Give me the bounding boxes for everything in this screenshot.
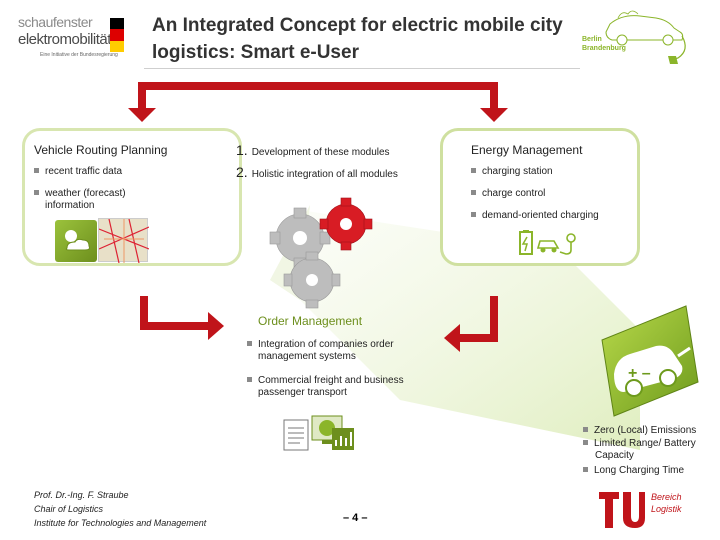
department-label: Bereich Logistik <box>651 492 682 514</box>
energy-bullet-1: charging station <box>471 166 553 178</box>
order-bullet-1: Integration of companies order managemen… <box>247 339 417 363</box>
energy-management-heading: Energy Management <box>471 143 583 157</box>
arrow-head-left <box>444 324 460 352</box>
footer-institute: Institute for Technologies and Managemen… <box>34 518 207 528</box>
electric-car-icon <box>536 240 560 253</box>
bullet-square-icon <box>247 377 252 382</box>
development-item-1: 1.Development of these modules <box>236 142 390 158</box>
document-icon <box>283 419 309 451</box>
benefit-bullet-3: Long Charging Time <box>583 465 713 477</box>
logo-right-line1: Berlin <box>582 36 602 43</box>
electric-car-outline-icon <box>605 10 686 64</box>
benefit-bullet-2: Limited Range/ Battery Capacity <box>583 438 713 462</box>
top-connector-left-stem <box>138 82 146 110</box>
arrow-head-down-right <box>480 108 508 122</box>
vehicle-routing-heading: Vehicle Routing Planning <box>34 143 168 157</box>
energy-icons <box>519 230 576 255</box>
traffic-map-icon <box>98 218 150 264</box>
left-lower-connector-stem <box>140 296 148 330</box>
vehicle-routing-bullet-1: recent traffic data <box>34 166 214 178</box>
bullet-square-icon <box>471 168 476 173</box>
svg-text:+ –: + – <box>628 365 651 382</box>
german-flag-icon <box>110 18 124 52</box>
right-lower-connector-stem <box>490 296 498 342</box>
page-number: – 4 – <box>343 512 368 524</box>
bullet-square-icon <box>471 212 476 217</box>
tu-berlin-logo <box>599 492 645 528</box>
electric-car-sign-icon: + – <box>601 305 699 417</box>
header-divider <box>144 68 580 69</box>
chart-icon <box>332 428 354 450</box>
slide-title: An Integrated Concept for electric mobil… <box>152 15 563 63</box>
bullet-square-icon <box>34 190 39 195</box>
top-connector-right-stem <box>490 82 498 110</box>
right-lower-connector-bar <box>460 334 498 342</box>
berlin-brandenburg-logo: Berlin Brandenburg <box>582 10 700 70</box>
development-item-2: 2.Holistic integration of all modules <box>236 164 398 180</box>
footer-chair: Chair of Logistics <box>34 504 104 514</box>
battery-icon <box>519 230 533 255</box>
order-bullet-2: Commercial freight and business passenge… <box>247 375 417 399</box>
energy-bullet-3: demand-oriented charging <box>471 210 599 222</box>
benefit-bullet-1: Zero (Local) Emissions <box>583 425 713 437</box>
bullet-square-icon <box>583 467 588 472</box>
bullet-square-icon <box>247 341 252 346</box>
order-management-icons <box>283 415 354 451</box>
vehicle-routing-bullet-2: weather (forecast) information <box>34 188 146 212</box>
logo-right-line2: Brandenburg <box>582 45 626 52</box>
charging-plug-icon <box>559 233 576 255</box>
arrow-head-right <box>208 312 224 340</box>
left-lower-connector-bar <box>140 322 210 330</box>
bullet-square-icon <box>34 168 39 173</box>
weather-icon <box>55 220 97 262</box>
order-management-heading: Order Management <box>258 314 363 328</box>
gears-icon <box>269 197 373 309</box>
energy-bullet-2: charge control <box>471 188 545 200</box>
bullet-square-icon <box>471 190 476 195</box>
bullet-square-icon <box>583 427 588 432</box>
logo-tagline: Eine Initiative der Bundesregierung <box>40 52 118 58</box>
logo-line2: elektromobilität <box>18 31 111 48</box>
top-connector-bar <box>138 82 498 90</box>
footer-author: Prof. Dr.-Ing. F. Straube <box>34 490 129 500</box>
logo-line1: schaufenster <box>18 14 93 30</box>
bullet-square-icon <box>583 440 588 445</box>
schaufenster-logo: schaufenster elektromobilität Eine Initi… <box>18 14 130 66</box>
arrow-head-down-left <box>128 108 156 122</box>
